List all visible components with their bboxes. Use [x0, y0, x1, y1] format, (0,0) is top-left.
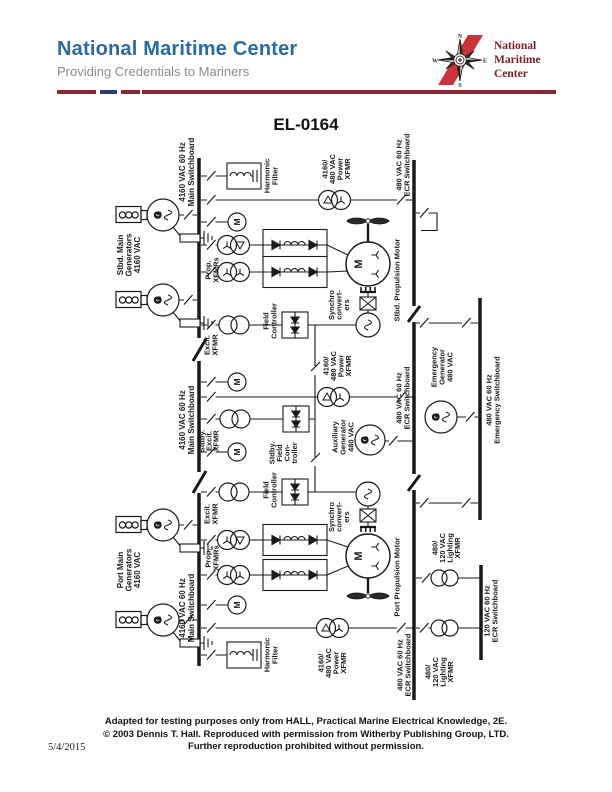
label-lighting-xfmr-2: 480/120 VACLightingXFMR: [423, 656, 455, 686]
label-synchro-converters-port: Synchroconvert-ers: [327, 502, 351, 532]
field-controller-stdby: [282, 405, 310, 433]
label-prop-xfmrs-stbd: Prop.XFMRs: [204, 257, 221, 282]
label-emergency-switchboard: 480 VAC 60 HzEmergency Switchboard: [485, 356, 502, 444]
label-auxiliary-generator: AuxiliaryGenerator480 VAC: [331, 419, 356, 455]
logo-word-1: National: [494, 40, 536, 52]
label-power-xfmr-top: 4160/480 VACPowerXFMR: [320, 153, 352, 183]
emergency-generator-symbol: [424, 400, 458, 434]
logo-wordmark: National Maritime Center: [494, 40, 541, 80]
bus-bars: [191, 158, 483, 700]
agency-title: National Maritime Center: [57, 38, 298, 60]
label-port-main-generators: Port MainGenerators4160 VAC: [116, 548, 142, 591]
label-main-switchboard-bottom: 4160 VAC 60 HzMain Switchboard: [178, 574, 196, 643]
header-divider: [57, 90, 556, 94]
footer-line-3: Further reproduction prohibited without …: [188, 741, 424, 752]
compass-w-label: W: [432, 59, 438, 65]
compass-rose-icon: [437, 38, 483, 82]
logo-word-3: Center: [494, 68, 528, 80]
label-port-propulsion-motor: Port Propulsion Motor: [393, 537, 402, 616]
label-stbd-propulsion-motor: Stbd. Propulsion Motor: [393, 238, 402, 321]
compass-n-label: N: [458, 34, 463, 40]
compass-s-label: S: [458, 83, 462, 88]
footer-attribution: Adapted for testing purposes only from H…: [0, 716, 612, 754]
label-harmonic-filter-bottom: HarmonicFilter: [263, 638, 280, 673]
motor-letter: M: [353, 259, 365, 268]
label-ecr-switchboard-top: 480 VAC 60 HzECR Switchboard: [395, 133, 412, 196]
label-excit-xfmr-port: Excit.XFMR: [203, 503, 220, 525]
label-excit-xfmr-stbd: Excit.XFMR: [203, 334, 220, 356]
compass-e-label: E: [483, 59, 487, 65]
agency-tagline: Providing Credentials to Mariners: [57, 64, 250, 79]
label-field-controller-port: FieldController: [262, 472, 279, 508]
footer-line-1: Adapted for testing purposes only from H…: [104, 716, 508, 727]
label-power-xfmr-bottom: 4160/480 VACPowerXFMR: [316, 647, 348, 677]
label-ecr-switchboard-bottom: 480 VAC 60 HzECR Switchboard: [396, 633, 413, 696]
label-synchro-converters-stbd: Synchroconvert-ers: [327, 290, 351, 320]
feeder-wiring: [201, 175, 480, 656]
label-lighting-xfmr-1: 480/120 VACLightingXFMR: [430, 532, 462, 562]
harmonic-filter-stbd: [226, 162, 262, 190]
label-prop-xfmrs-port: Prop.XFMRs: [204, 545, 221, 570]
label-main-switchboard-top: 4160 VAC 60 HzMain Switchboard: [178, 138, 196, 207]
label-ecr-switchboard-mid: 480 VAC 60 HzECR Switchboard: [395, 366, 412, 429]
nmc-logo: N E S W National Maritime Center: [432, 34, 541, 88]
label-power-xfmr-mid: 4160/480 VACPowerXFMR: [321, 350, 353, 380]
label-emergency-generator: EmergencyGenerator480 VAC: [430, 346, 455, 387]
drawing-number: EL-0164: [273, 115, 339, 134]
label-stdby-excit-xfmr: Stdby.Excit.XFMR: [198, 430, 221, 452]
stbd-propulsion-motor: M: [345, 217, 391, 338]
label-stbd-main-generators: Stbd. MainGenerators4160 VAC: [116, 233, 142, 276]
label-120v-ecr-switchboard: 120 VAC 60 HzECR Switchboard: [483, 579, 500, 642]
auxiliary-generator-symbol: [354, 424, 386, 456]
label-field-controller-stbd: FieldController: [262, 303, 279, 339]
print-date: 5/4/2015: [48, 742, 86, 753]
bus-tie-breakers: [191, 305, 422, 494]
label-stdby-field-controller: Stdby.FieldCon-troller: [267, 442, 299, 464]
components: M M: [116, 162, 459, 669]
footer-line-2: © 2003 Dennis T. Hall. Reproduced with p…: [103, 728, 509, 740]
harmonic-filter-port: [226, 641, 262, 669]
port-propulsion-motor: M: [345, 481, 391, 600]
field-controller-port: [281, 478, 309, 506]
logo-word-2: Maritime: [494, 54, 541, 66]
diagram-labels: 4160 VAC 60 HzMain Switchboard 4160 VAC …: [116, 133, 502, 696]
field-controller-stbd: [281, 311, 309, 339]
label-main-switchboard-mid: 4160 VAC 60 HzMain Switchboard: [178, 386, 196, 455]
motor-letter: M: [353, 551, 365, 560]
label-harmonic-filter-top: HarmonicFilter: [263, 159, 280, 194]
